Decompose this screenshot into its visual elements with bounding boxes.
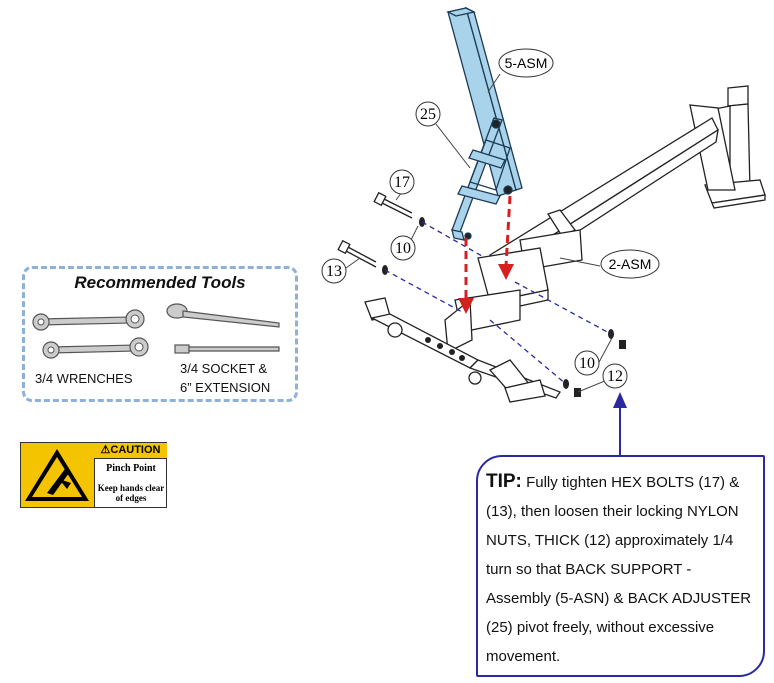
caution-header: ⚠CAUTION — [94, 443, 167, 459]
callout-leaders — [345, 73, 613, 393]
callout-10-lower: 10 — [579, 355, 595, 372]
alignment-dashed-lines — [384, 221, 612, 385]
socket-wrench-icon — [166, 303, 280, 354]
pinch-point-warning-icon — [21, 443, 95, 507]
socket-label-line2: 6” EXTENSION — [180, 380, 271, 395]
callout-ellipses — [321, 48, 660, 389]
socket-label-line1: 3/4 SOCKET & — [180, 361, 268, 376]
tip-box: TIP: Fully tighten HEX BOLTS (17) & (13)… — [476, 455, 765, 677]
nylon-nuts-12 — [574, 340, 626, 397]
tip-text: Fully tighten HEX BOLTS (17) & (13), the… — [486, 474, 752, 665]
tools-title: Recommended Tools — [74, 273, 246, 292]
arrow-heads — [458, 264, 514, 314]
lever-hardware — [425, 337, 465, 361]
tip-label: TIP: — [486, 471, 522, 492]
callout-13: 13 — [326, 263, 342, 280]
caution-title: Pinch Point — [106, 463, 156, 474]
recommended-tools-panel: Recommended Tools 3/4 WRENCHES 3/4 SOCKE… — [22, 266, 298, 402]
callout-25: 25 — [420, 106, 436, 123]
back-adjuster-25 — [451, 117, 513, 241]
back-support-5asm — [446, 6, 523, 197]
caution-label: ⚠CAUTION Pinch Point Keep hands clear of… — [20, 442, 167, 508]
tip-content: TIP: Fully tighten HEX BOLTS (17) & (13)… — [486, 467, 756, 671]
hex-bolt-13 — [337, 239, 377, 268]
wrench-icon — [32, 309, 149, 359]
callout-5asm: 5-ASM — [505, 55, 548, 71]
insert-arrows — [464, 195, 512, 300]
tip-pointer — [613, 392, 627, 460]
main-frame-2asm — [444, 117, 719, 354]
caution-text: Keep hands clear of edges — [97, 483, 165, 503]
hex-bolt-17 — [373, 191, 413, 219]
callout-17: 17 — [394, 174, 410, 191]
callout-12: 12 — [607, 368, 623, 385]
wrenches-label: 3/4 WRENCHES — [35, 371, 133, 386]
callout-10-upper: 10 — [395, 240, 411, 257]
callout-2asm: 2-ASM — [609, 256, 652, 272]
